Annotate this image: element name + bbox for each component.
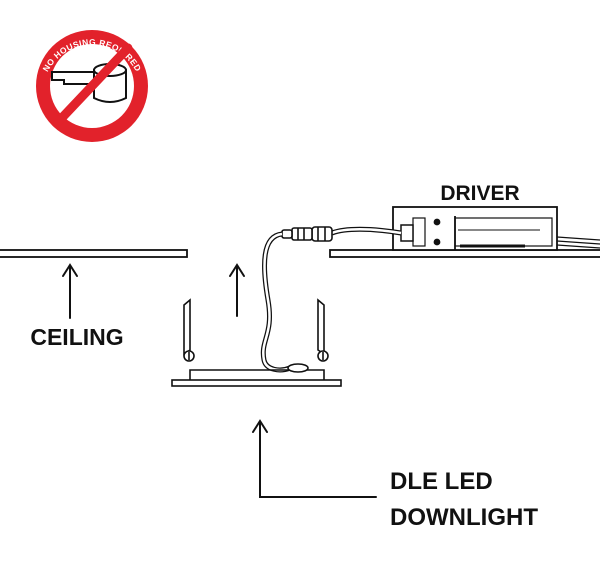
prohibition-slash [53, 43, 133, 127]
driver-label: DRIVER [440, 182, 519, 205]
quick-connector [281, 226, 333, 242]
ceiling [0, 249, 600, 258]
right-spring-clip [317, 298, 329, 362]
downlight-arrow [252, 419, 377, 498]
ceiling-left-panel [0, 249, 188, 258]
no-housing-required-badge: NO HOUSING REQUIRED [36, 30, 148, 142]
driver-strain-relief [400, 224, 414, 242]
driver-box [392, 206, 600, 251]
left-spring-clip [183, 298, 195, 362]
downlight-label-line2: DOWNLIGHT [390, 504, 538, 531]
arrows [62, 263, 377, 498]
ceiling-arrow [62, 263, 78, 319]
downlight-label-line1: DLE LED [390, 468, 493, 495]
opening-arrow [229, 263, 245, 317]
downlight-fixture [171, 298, 342, 387]
downlight-trim [171, 379, 342, 387]
connector-cable [260, 226, 402, 373]
ceiling-label: CEILING [30, 324, 123, 350]
ceiling-right-panel [329, 249, 600, 258]
junction-clip [287, 363, 309, 373]
